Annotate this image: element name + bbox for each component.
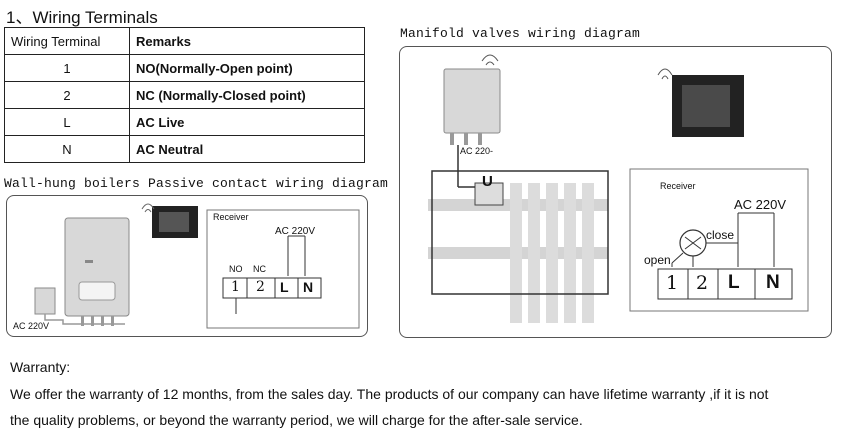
boiler-diagram-caption: Wall-hung boilers Passive contact wiring…: [4, 176, 389, 191]
table-row: 1 NO(Normally-Open point): [4, 54, 365, 82]
wireless-signal-icon: [657, 68, 673, 80]
close-label: close: [706, 228, 735, 242]
wireless-signal-icon: [141, 203, 155, 213]
open-label: open: [644, 253, 671, 267]
terminal-cell: N: [4, 135, 130, 163]
manifold-ac-label: AC 220-: [460, 146, 494, 156]
manifold-diagram-panel: AC 220- U Receiver AC 220V close open 1 …: [399, 46, 832, 338]
terminal-1-label: 1: [231, 279, 240, 295]
column-header-terminal: Wiring Terminal: [4, 27, 130, 55]
boiler-diagram-panel: Receiver AC 220V NO NC 1 2 L N AC 220V: [6, 195, 368, 337]
table-row: 2 NC (Normally-Closed point): [4, 81, 365, 109]
terminal-l-label: L: [280, 279, 289, 295]
boiler-icon: [64, 217, 130, 317]
terminal-2-label: 2: [696, 272, 709, 294]
table-row: N AC Neutral: [4, 135, 365, 163]
manifold-diagram-caption: Manifold valves wiring diagram: [400, 26, 641, 41]
receiver-label: Receiver: [213, 212, 249, 222]
table-row: L AC Live: [4, 108, 365, 136]
plug-voltage-label: AC 220V: [13, 321, 50, 331]
valve-u-label: U: [482, 173, 493, 190]
wireless-signal-icon: [481, 54, 499, 66]
receiver-label: Receiver: [660, 181, 696, 191]
no-label: NO: [229, 264, 243, 274]
warranty-line-1: We offer the warranty of 12 months, from…: [10, 386, 769, 402]
wiring-terminals-table: Wiring Terminal Remarks 1 NO(Normally-Op…: [4, 27, 365, 163]
remark-cell: NO(Normally-Open point): [129, 54, 365, 82]
manifold-frame: [431, 170, 609, 295]
terminal-n-label: N: [303, 279, 314, 295]
valve-actuator-icon: [474, 182, 504, 206]
remark-cell: AC Live: [129, 108, 365, 136]
terminal-l-label: L: [728, 272, 740, 293]
terminal-2-label: 2: [256, 279, 265, 295]
terminal-cell: 2: [4, 81, 130, 109]
terminal-n-label: N: [766, 272, 780, 293]
terminal-cell: 1: [4, 54, 130, 82]
receiver-ac-label: AC 220V: [734, 197, 787, 212]
terminal-1-label: 1: [666, 272, 679, 294]
remark-cell: NC (Normally-Closed point): [129, 81, 365, 109]
section-title: 1、Wiring Terminals: [6, 8, 158, 27]
nc-label: NC: [253, 264, 266, 274]
ac-voltage-label: AC 220V: [275, 226, 316, 237]
table-header-row: Wiring Terminal Remarks: [4, 27, 365, 55]
manifold-receiver-icon: [443, 68, 501, 134]
remark-cell: AC Neutral: [129, 135, 365, 163]
receiver-plug-icon: [34, 287, 56, 315]
terminal-cell: L: [4, 108, 130, 136]
warranty-line-2: the quality problems, or beyond the warr…: [10, 412, 583, 428]
boiler-window: [78, 281, 116, 301]
manifold-diagram-graphic: [428, 54, 809, 323]
column-header-remarks: Remarks: [129, 27, 365, 55]
receiver-box: [206, 209, 360, 329]
receiver-wiring-box: [629, 168, 809, 312]
boiler-diagram-graphic: [34, 203, 360, 329]
warranty-heading: Warranty:: [10, 359, 71, 375]
